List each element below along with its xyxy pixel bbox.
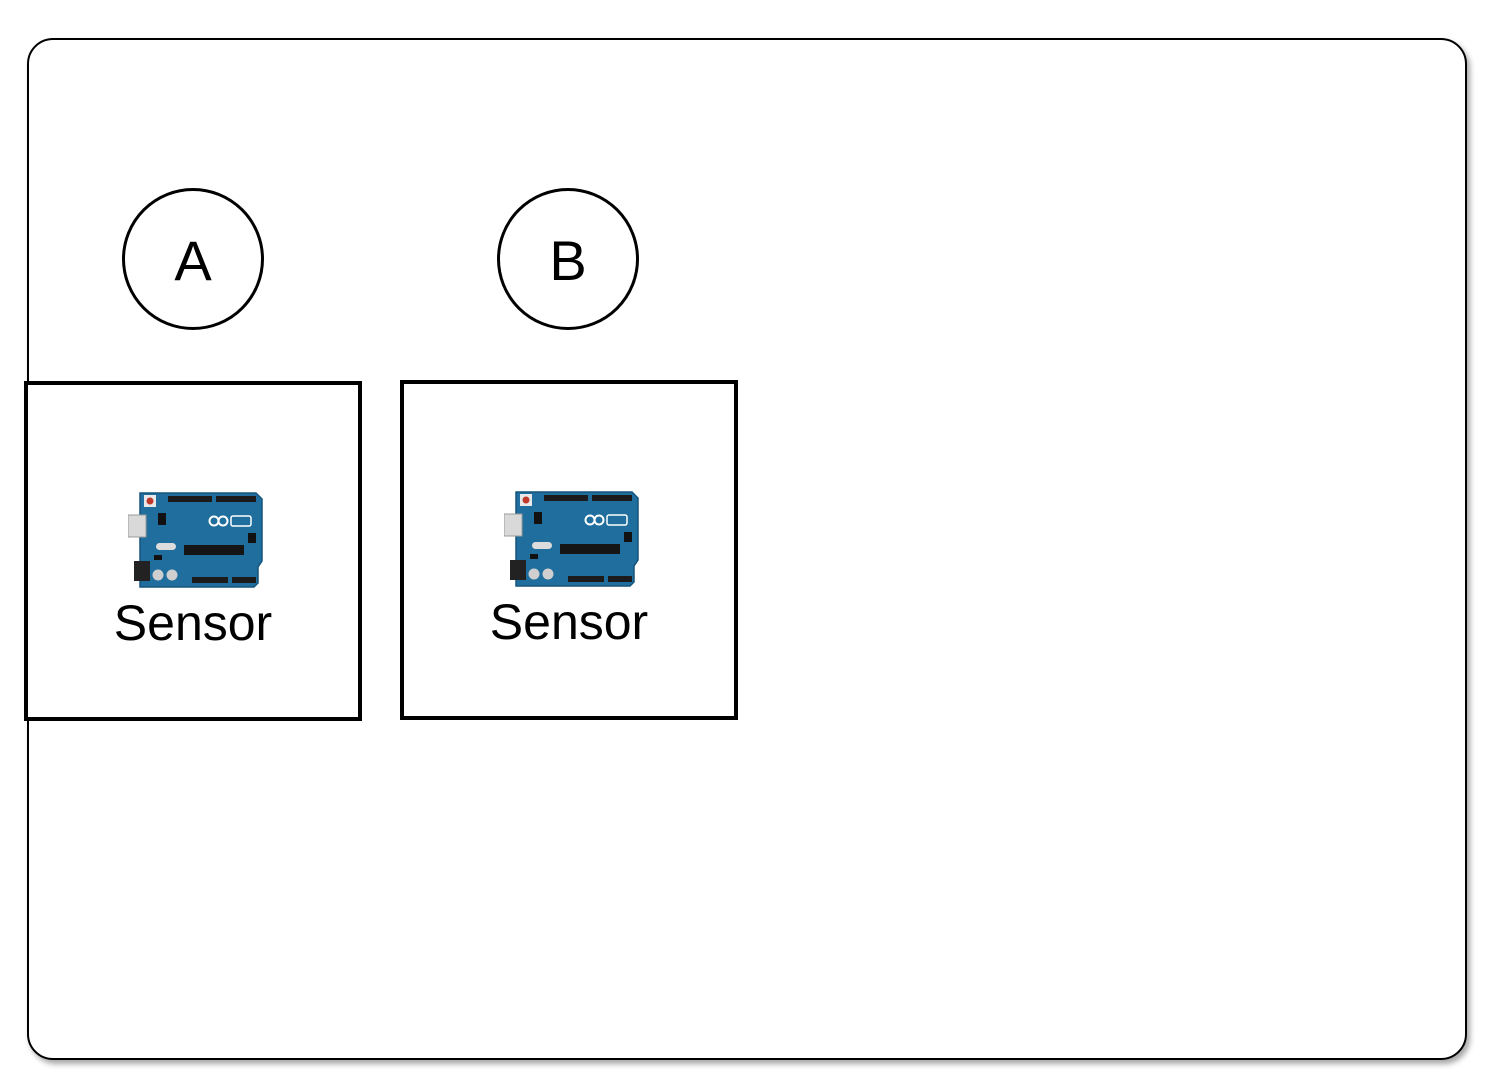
node-b-box: Sensor bbox=[400, 380, 738, 720]
node-b-label: B bbox=[549, 228, 587, 292]
node-a-label: A bbox=[174, 228, 212, 292]
node-a-label-circle: A bbox=[122, 188, 264, 330]
node-a-box: Sensor bbox=[24, 381, 362, 721]
node-a-text: Sensor bbox=[113, 595, 273, 651]
node-b-label-circle: B bbox=[497, 188, 639, 330]
arduino-uno-board-icon bbox=[128, 492, 263, 588]
node-b-text: Sensor bbox=[489, 594, 649, 650]
arduino-uno-board-icon bbox=[504, 491, 639, 587]
